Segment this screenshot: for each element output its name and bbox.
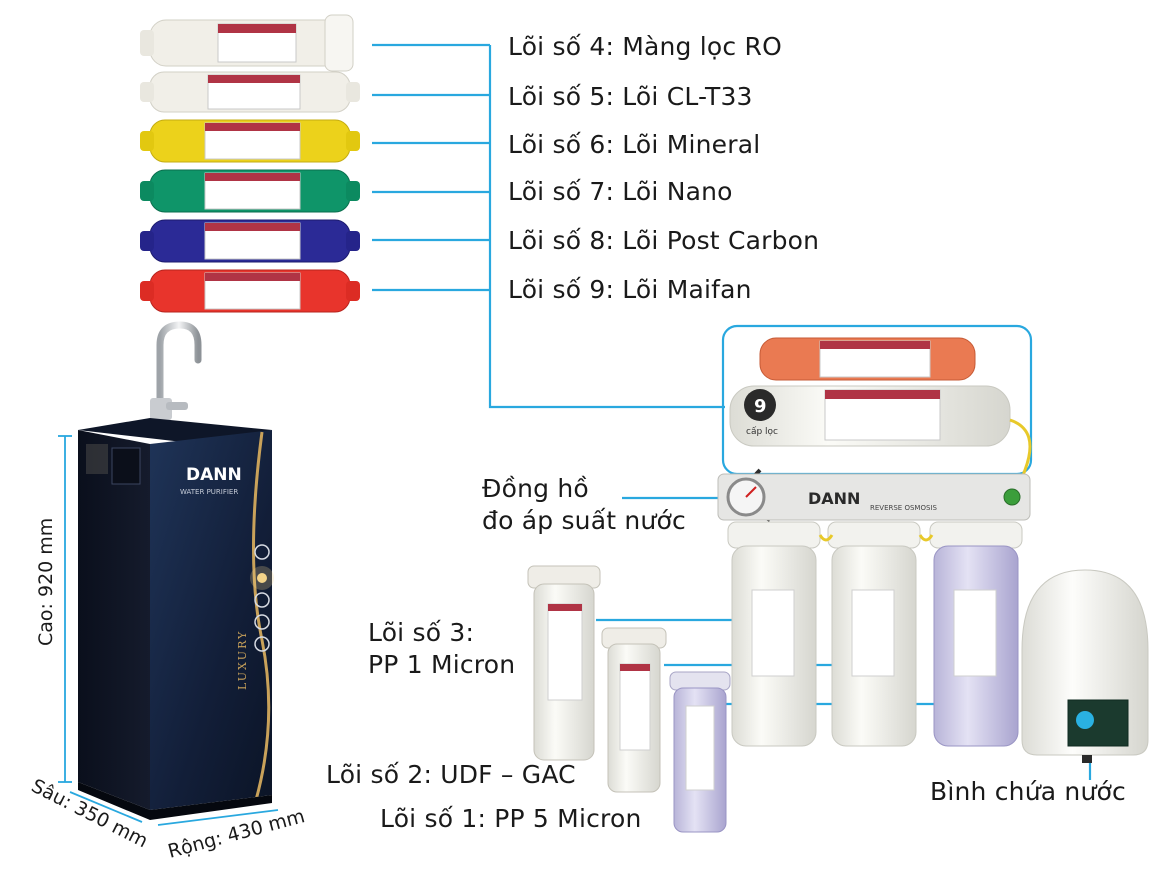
cabinet-button-icon (254, 614, 270, 630)
width-dimension-line (157, 809, 279, 826)
frame-power-button (1003, 488, 1021, 506)
housing-stage1-clear (929, 521, 1023, 747)
label-core6: Lõi số 6: Lõi Mineral (508, 130, 761, 159)
label-core7: Lõi số 7: Lõi Nano (508, 177, 733, 206)
core1-pp5-cartridge (669, 671, 731, 833)
water-purifier-cabinet: DANN WATER PURIFIER LUXURY (78, 418, 274, 820)
label-gauge-line2: đo áp suất nước (482, 506, 686, 535)
cartridge-ro-membrane (140, 14, 354, 72)
frame-label-text: REVERSE OSMOSIS (870, 504, 937, 512)
label-core9: Lõi số 9: Lõi Maifan (508, 275, 752, 304)
cabinet-button-icon (254, 592, 270, 608)
cabinet-subtitle: WATER PURIFIER (180, 488, 238, 496)
cabinet-faucet (150, 321, 202, 420)
pressure-gauge (726, 477, 766, 517)
label-core4: Lõi số 4: Màng lọc RO (508, 32, 782, 61)
cabinet-brand-logo: DANN (186, 465, 242, 485)
stage-badge-number: 9 (754, 396, 767, 417)
cabinet-gold-accent (252, 431, 271, 801)
leader-bracket (488, 45, 725, 409)
frame-brand-logo: DANN (808, 489, 860, 508)
core2-udf-gac-cartridge (601, 627, 667, 793)
stage-badge-text: cấp lọc (746, 426, 778, 437)
label-core2: Lõi số 2: UDF – GAC (326, 760, 576, 789)
cartridge-post-carbon (140, 219, 360, 263)
housing-stage3 (727, 521, 821, 747)
dimension-lines (58, 435, 279, 826)
label-core8: Lõi số 8: Lõi Post Carbon (508, 226, 820, 255)
label-core1: Lõi số 1: PP 5 Micron (380, 804, 642, 833)
cabinet-button-icon (254, 544, 270, 560)
label-core3-line2: PP 1 Micron (368, 650, 516, 679)
cabinet-luxury-text: LUXURY (236, 630, 249, 690)
water-storage-tank (1021, 569, 1149, 763)
label-tank: Bình chứa nước (930, 777, 1126, 806)
cabinet-button-icon (254, 636, 270, 652)
core3-pp1-cartridge (527, 565, 601, 761)
ro-frame-bar (717, 473, 1031, 521)
label-gauge-line1: Đồng hồ (482, 474, 589, 503)
ro-system-unit: 9 cấp lọc DANN REVERSE OSMOSIS (717, 337, 1032, 747)
cartridge-mineral (140, 119, 360, 163)
housing-stage2 (827, 521, 921, 747)
cartridge-clt33 (140, 71, 360, 113)
ro-top-maifan-cartridge (759, 337, 976, 381)
cartridge-nano (140, 169, 360, 213)
label-core5: Lõi số 5: Lõi CL-T33 (508, 82, 753, 111)
ro-membrane-housing: 9 cấp lọc (729, 385, 1011, 447)
label-core3-line1: Lõi số 3: (368, 618, 475, 647)
cabinet-side-panel (78, 430, 150, 810)
height-dimension-label: Cao: 920 mm (35, 518, 57, 646)
depth-dimension-line (69, 791, 143, 823)
cartridge-maifan (140, 269, 360, 313)
cabinet-front-panel (150, 430, 272, 810)
